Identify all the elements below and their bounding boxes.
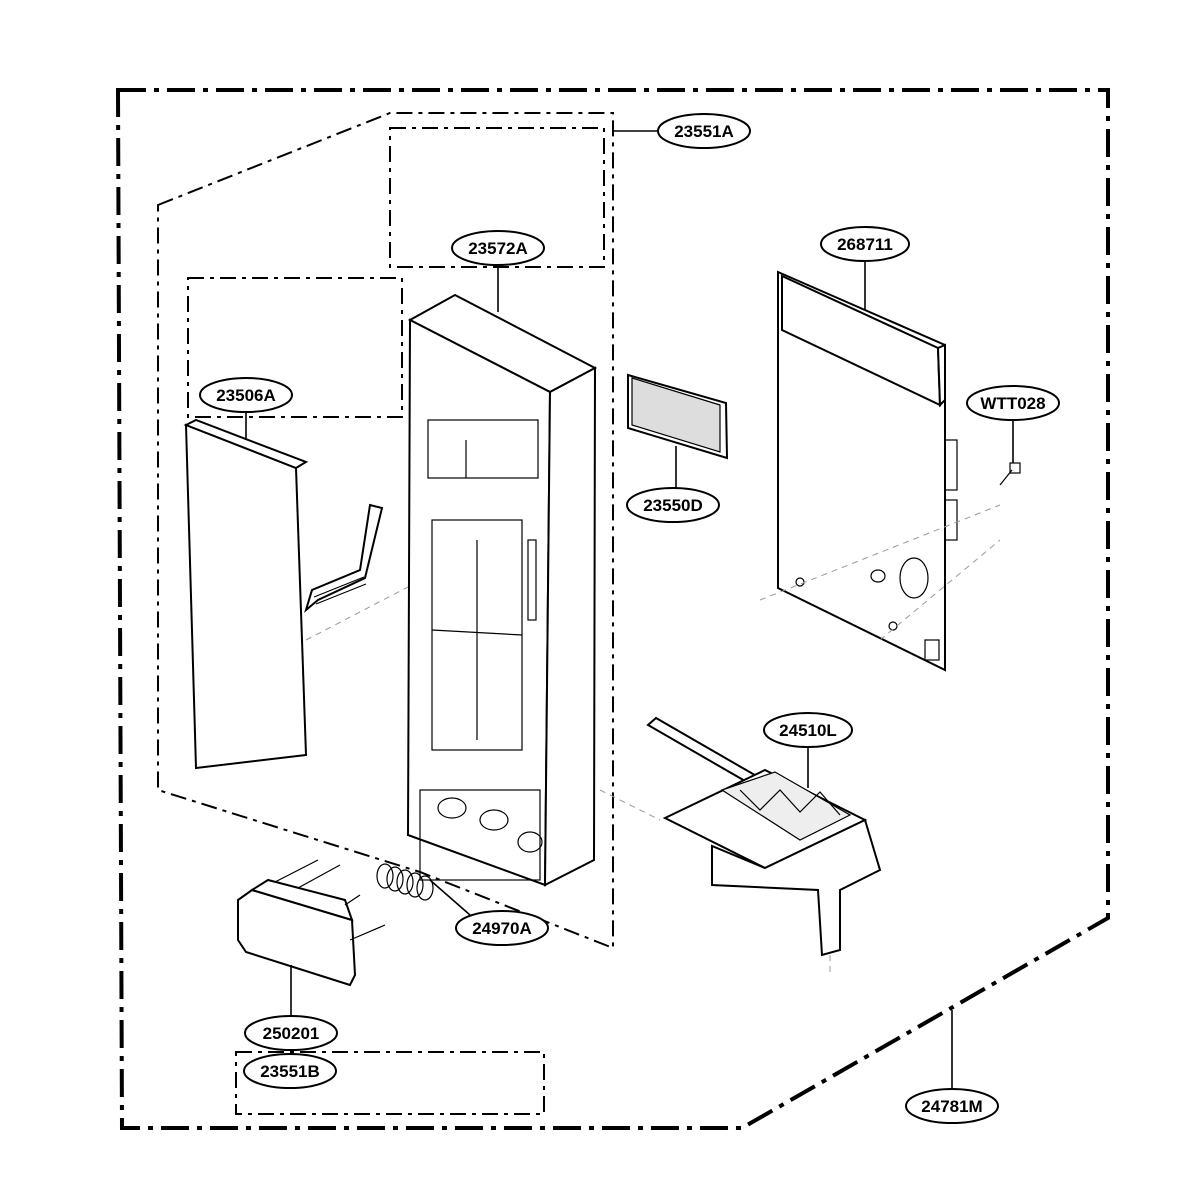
- part-label-24781m: 24781M: [905, 1088, 999, 1124]
- svg-text:23551A: 23551A: [674, 122, 734, 141]
- part-label-23572a: 23572A: [451, 230, 545, 266]
- svg-text:23551B: 23551B: [260, 1062, 320, 1081]
- svg-text:268711: 268711: [837, 235, 893, 254]
- svg-text:250201: 250201: [263, 1024, 320, 1043]
- group-box-upper: [389, 127, 605, 268]
- assembly-outline-24781m: [115, 88, 1110, 1130]
- door-latch-part: [599, 716, 882, 975]
- door-button-part: [237, 859, 386, 987]
- svg-text:24781M: 24781M: [921, 1097, 982, 1116]
- leader-lines: [245, 130, 1014, 1092]
- svg-text:23550D: 23550D: [643, 496, 703, 515]
- part-label-24970a: 24970A: [455, 910, 549, 946]
- svg-text:WTT028: WTT028: [980, 394, 1045, 413]
- part-label-wtt028: WTT028: [966, 385, 1060, 421]
- group-box-left: [187, 277, 403, 418]
- part-label-250201: 250201: [244, 1015, 338, 1051]
- svg-text:23506A: 23506A: [216, 386, 276, 405]
- group-outline-23551a: [157, 112, 614, 950]
- control-panel-frame-part: [406, 293, 598, 887]
- pcb-board-part: [759, 270, 1001, 672]
- part-label-23506a: 23506A: [199, 377, 293, 413]
- part-label-23551a: 23551A: [657, 113, 751, 149]
- part-label-23550d: 23550D: [626, 487, 720, 523]
- part-label-23551b: 23551B: [243, 1053, 337, 1089]
- svg-text:23572A: 23572A: [468, 239, 528, 258]
- part-label-24510l: 24510L: [763, 712, 853, 748]
- svg-text:24510L: 24510L: [779, 721, 837, 740]
- svg-text:24970A: 24970A: [472, 919, 532, 938]
- screw-part: [999, 462, 1021, 486]
- membrane-switch-part: [183, 418, 461, 770]
- spring-part: [376, 863, 434, 901]
- group-box-23551b: [235, 1051, 545, 1115]
- display-window-part: [627, 373, 729, 460]
- part-label-268711: 268711: [820, 226, 910, 262]
